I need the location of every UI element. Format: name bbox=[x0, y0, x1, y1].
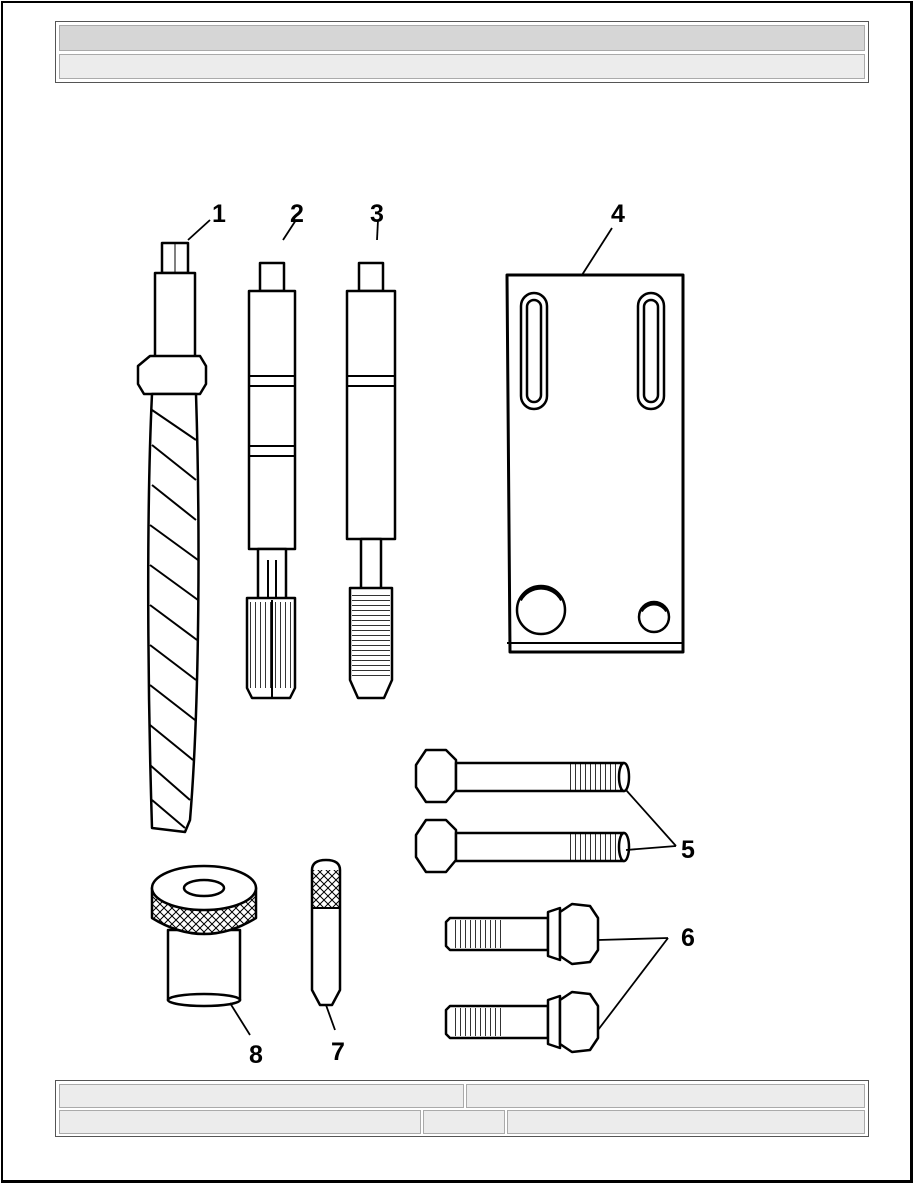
header-table bbox=[55, 21, 869, 83]
knurled-bushing bbox=[150, 864, 258, 1036]
header-title-cell bbox=[59, 25, 865, 51]
callout-1: 1 bbox=[212, 200, 226, 228]
header-subtitle-cell bbox=[59, 54, 865, 79]
footer-cell-left-top bbox=[59, 1084, 464, 1108]
tap bbox=[245, 219, 297, 700]
footer-cell-right-bottom bbox=[507, 1110, 865, 1134]
insert-installer bbox=[345, 219, 397, 700]
footer-cell-right-top bbox=[466, 1084, 865, 1108]
drill-guide-plate bbox=[505, 227, 685, 654]
callout-7: 7 bbox=[331, 1038, 345, 1066]
callout-2: 2 bbox=[290, 200, 304, 228]
callout-4: 4 bbox=[611, 200, 625, 228]
drill-bit bbox=[136, 219, 211, 834]
alignment-pin bbox=[310, 858, 342, 1031]
bolts-set-6 bbox=[444, 902, 669, 1054]
footer-table bbox=[55, 1080, 869, 1137]
callout-3: 3 bbox=[370, 200, 384, 228]
callout-6: 6 bbox=[681, 924, 695, 952]
callout-5: 5 bbox=[681, 836, 695, 864]
bolts-set-5 bbox=[414, 748, 677, 874]
footer-cell-left-bottom bbox=[59, 1110, 421, 1134]
callout-8: 8 bbox=[249, 1041, 263, 1069]
footer-cell-middle-bottom bbox=[423, 1110, 505, 1134]
